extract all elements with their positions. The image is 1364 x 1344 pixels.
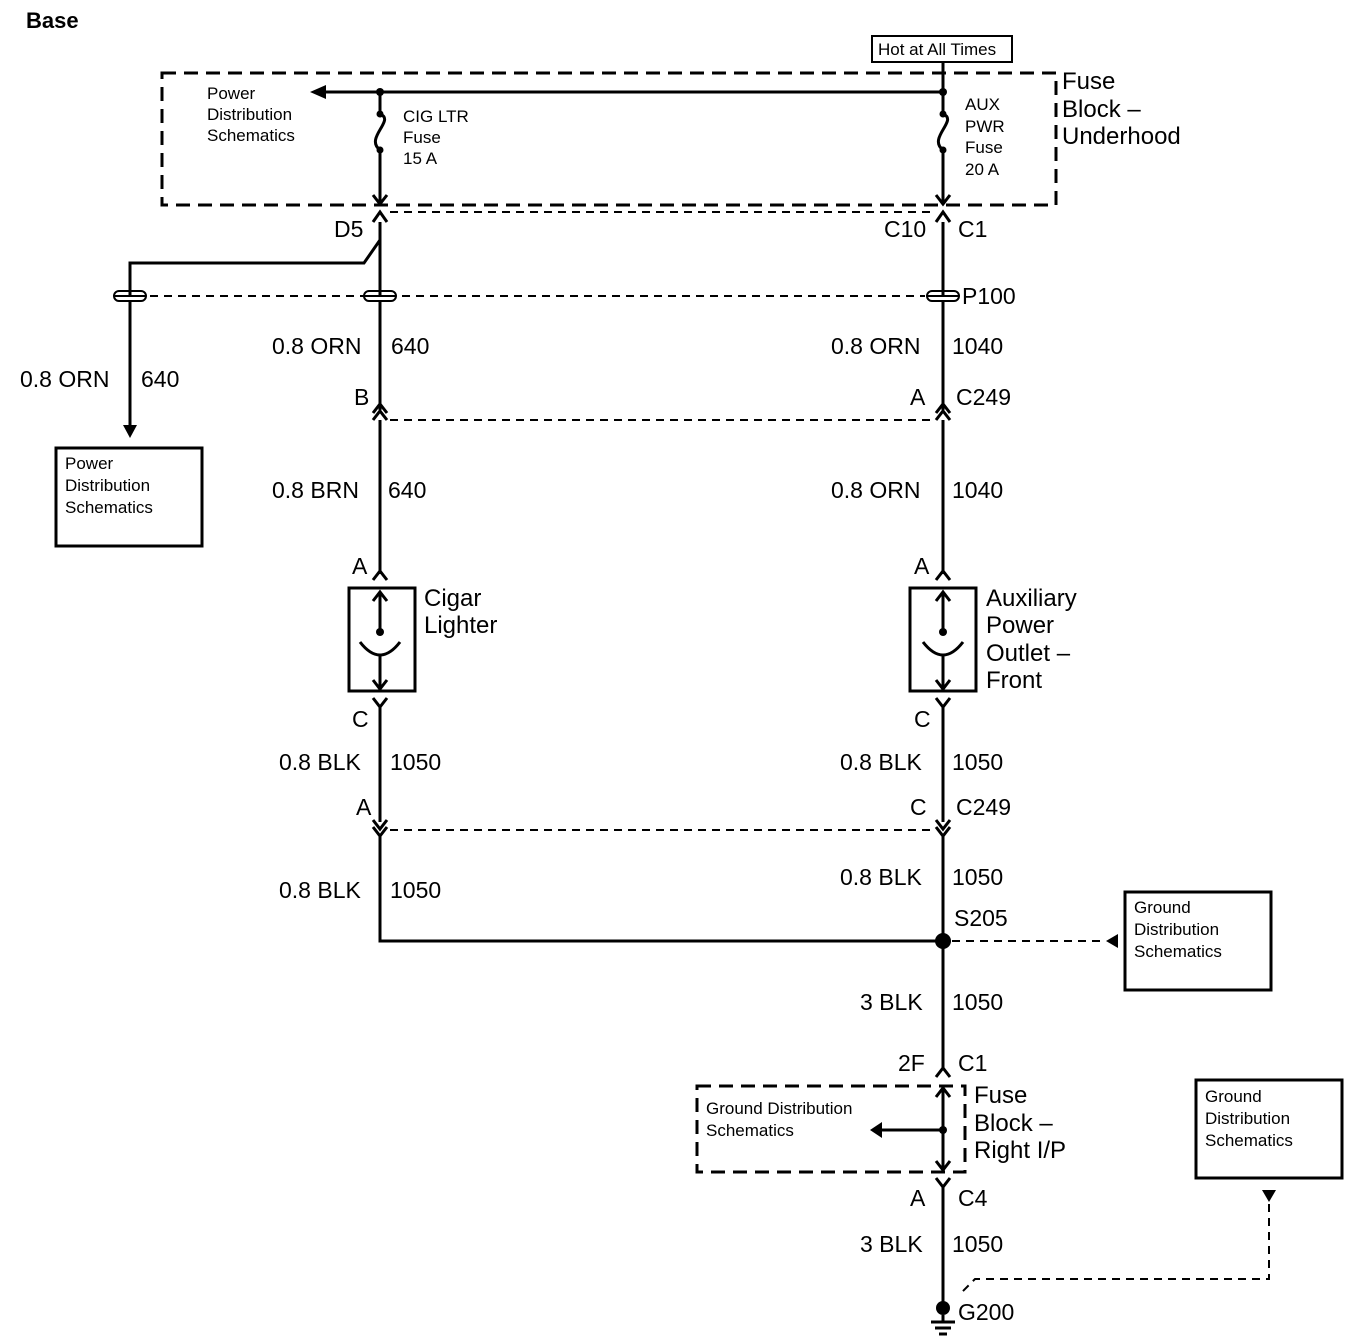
splice-s205-label: S205 [954,905,1008,931]
right-w4-circuit: 1050 [952,864,1003,890]
right-w3-circuit: 1050 [952,749,1003,775]
fuse-block-right-ip-box [695,1084,967,1174]
left-w3-circuit: 1050 [390,749,441,775]
splice-p100-label: P100 [962,283,1016,309]
left-branch-gauge: 0.8 ORN [20,366,109,392]
connector-c1-bottom-label: C1 [958,1050,987,1076]
w5-circuit: 1050 [952,989,1003,1015]
right-w2-gauge: 0.8 ORN [831,477,920,503]
w6-circuit: 1050 [952,1231,1003,1257]
gds-bottom-label: Ground Distribution Schematics [1205,1087,1295,1150]
left-pin-a: A [352,553,368,579]
c249-right-bottom-icon [934,819,952,832]
left-w1-circuit: 640 [391,333,429,359]
aux-pwr-fuse-icon [934,92,952,207]
connector-d5-label: D5 [334,216,363,242]
pin-a-bottom: A [910,1185,926,1211]
c249-left-bottom-icon [371,819,389,832]
auxiliary-power-outlet-icon [908,586,978,693]
pds-left-label: Power Distribution Schematics [65,454,155,517]
left-wire-4 [378,836,943,943]
right-pin-c2: C [910,794,927,820]
right-pin-a: A [910,384,926,410]
connector-c1-top-label: C1 [958,216,987,242]
diagram-title: Base [26,8,79,33]
c249-right-top-icon [934,401,952,414]
cigar-lighter-icon [347,586,417,693]
gds-right-box[interactable] [1123,890,1273,992]
cigar-lighter-label: Cigar Lighter [424,585,497,639]
gds-bottom-arrow-icon [1262,1190,1276,1202]
cig-ltr-fuse-label: CIG LTR Fuse 15 A [403,107,474,168]
pds-top-label: Power Distribution Schematics [207,84,297,145]
right-pin-a2: A [914,553,930,579]
gds-right-label: Ground Distribution Schematics [1134,898,1224,961]
hot-tag-label: Hot at All Times [878,40,996,59]
right-w2-circuit: 1040 [952,477,1003,503]
d5-connector-icon [371,209,389,223]
right-w1-circuit: 1040 [952,333,1003,359]
pds-left-arrow-icon [123,425,137,438]
splice-s205-icon [935,933,951,949]
gds-bottom-dash [961,1204,1270,1293]
pds-top-arrow-icon [310,85,326,99]
left-branch-circuit: 640 [141,366,179,392]
ground-g200-label: G200 [958,1299,1014,1325]
gds-right-arrow-icon [1106,934,1118,948]
ground-g200-icon [931,1301,955,1336]
w5-gauge: 3 BLK [860,989,923,1015]
left-pin-b: B [354,384,369,410]
left-w2-gauge: 0.8 BRN [272,477,359,503]
left-w4-gauge: 0.8 BLK [279,877,361,903]
pin-2f: 2F [898,1050,925,1076]
right-w3-gauge: 0.8 BLK [840,749,922,775]
fuse-block-right-ip-label: Fuse Block – Right I/P [974,1082,1066,1164]
left-pin-c: C [352,706,369,732]
c249-left-top-icon [371,401,389,414]
right-conn-c249-bottom: C249 [956,794,1011,820]
c4-connector-icon [934,1177,952,1190]
right-w4-gauge: 0.8 BLK [840,864,922,890]
c1-bottom-connector-icon [934,1065,952,1078]
left-pin-a2: A [356,794,372,820]
branch-wire-left [128,222,382,296]
fuse-block-underhood-label: Fuse Block – Underhood [1062,68,1181,150]
connector-c10-label: C10 [884,216,926,242]
aux-pwr-fuse-label: AUX PWR Fuse 20 A [965,95,1009,179]
w6-gauge: 3 BLK [860,1231,923,1257]
connector-c4-label: C4 [958,1185,988,1211]
cig-ltr-fuse-icon [371,92,389,207]
left-w1-gauge: 0.8 ORN [272,333,361,359]
left-w4-circuit: 1050 [390,877,441,903]
right-conn-c249-top: C249 [956,384,1011,410]
right-w1-gauge: 0.8 ORN [831,333,920,359]
c10-connector-icon [934,209,952,223]
left-w3-gauge: 0.8 BLK [279,749,361,775]
pds-left-box[interactable] [54,446,204,548]
left-w2-circuit: 640 [388,477,426,503]
auxiliary-power-outlet-label: Auxiliary Power Outlet – Front [986,585,1083,694]
gds-inner-label: Ground Distribution Schematics [706,1099,857,1140]
gds-bottom-box[interactable] [1194,1078,1344,1180]
fuse-block-ip-bus-icon [870,1085,952,1173]
fuse-block-underhood-box [160,71,1058,207]
hot-at-all-times-tag: Hot at All Times [871,35,1013,63]
right-pin-c: C [914,706,931,732]
